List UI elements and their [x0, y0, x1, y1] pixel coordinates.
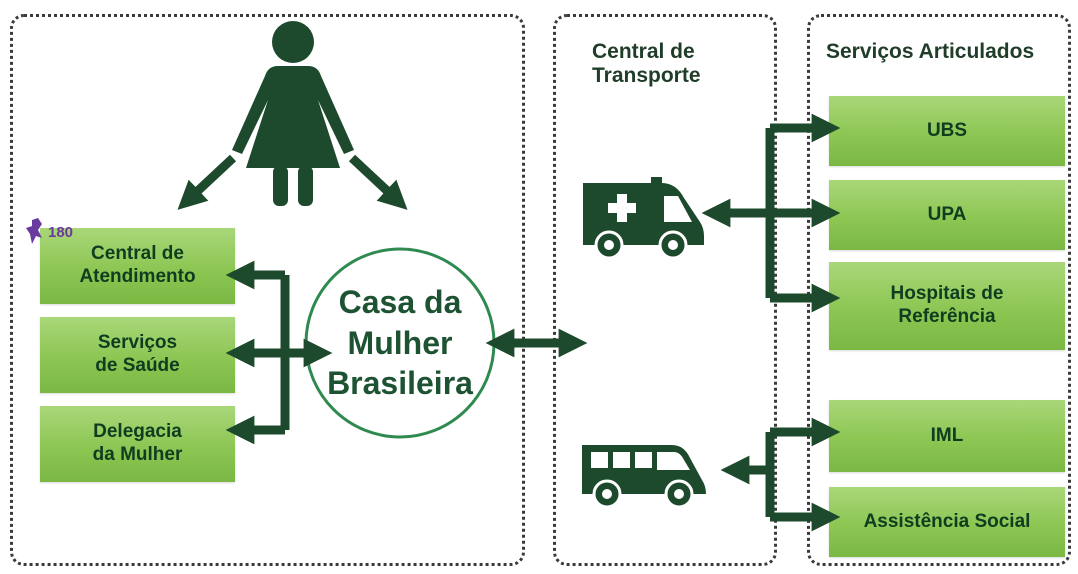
left-connector	[225, 260, 333, 445]
assistencia-social-box[interactable]: Assistência Social	[829, 487, 1065, 557]
iml-box[interactable]: IML	[829, 400, 1065, 472]
upa-box[interactable]: UPA	[829, 180, 1065, 250]
services-title: Serviços Articulados	[826, 40, 1035, 63]
hospitais-referencia-label: Hospitais de Referência	[890, 283, 1004, 327]
van-services-connector	[720, 417, 841, 532]
badge-number: 180	[48, 224, 74, 241]
casa-mulher-label: Casa da Mulher Brasileira	[327, 284, 473, 402]
left-panel	[10, 14, 525, 566]
iml-label: IML	[930, 424, 964, 446]
ubs-label: UBS	[926, 119, 968, 141]
central-atendimento-box[interactable]: Central de Atendimento	[40, 228, 235, 304]
transport-title: Central de Transporte	[592, 40, 701, 88]
delegacia-mulher-label: Delegacia da Mulher	[92, 421, 183, 465]
ligue-180-badge: 180	[26, 214, 80, 254]
services-panel	[807, 14, 1071, 566]
casa-mulher-label-wrap[interactable]: Casa da Mulher Brasileira	[305, 248, 495, 438]
assistencia-social-label: Assistência Social	[863, 510, 1031, 532]
servicos-saude-box[interactable]: Serviços de Saúde	[40, 317, 235, 393]
delegacia-mulher-box[interactable]: Delegacia da Mulher	[40, 406, 235, 482]
van-icon	[582, 445, 706, 509]
ambulance-services-connector	[701, 113, 841, 313]
ambulance-icon	[583, 177, 704, 260]
transport-panel	[553, 14, 777, 566]
woman-right-arrow	[348, 154, 408, 210]
ubs-box[interactable]: UBS	[829, 96, 1065, 166]
hospitais-referencia-box[interactable]: Hospitais de Referência	[829, 262, 1065, 350]
servicos-saude-label: Serviços de Saúde	[95, 332, 180, 376]
upa-label: UPA	[927, 203, 967, 225]
woman-icon	[232, 21, 354, 206]
badge-figure-icon	[26, 218, 42, 244]
woman-left-arrow	[177, 154, 237, 210]
central-atendimento-label: Central de Atendimento	[79, 243, 196, 287]
